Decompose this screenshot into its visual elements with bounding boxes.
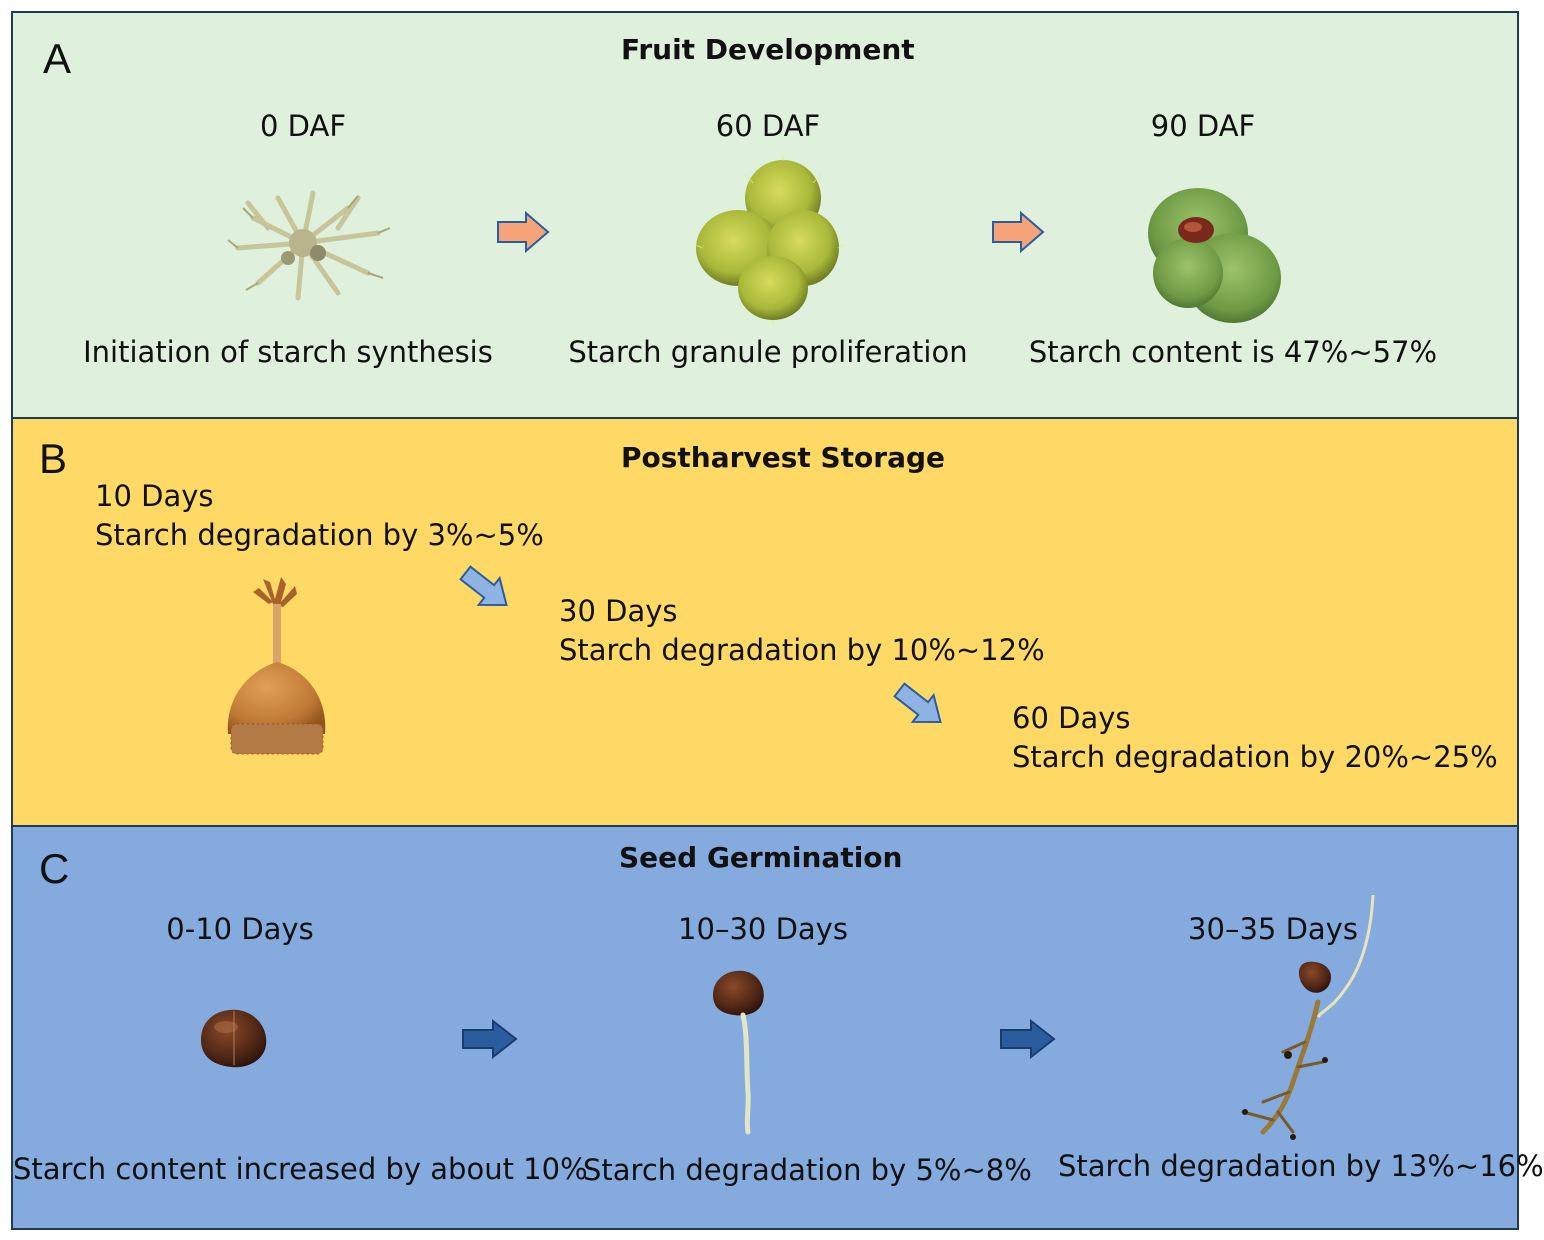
arrow-down-right-icon bbox=[893, 682, 942, 724]
arrow-right-icon bbox=[992, 210, 1045, 254]
arrow-c2-shape bbox=[1000, 1018, 1056, 1060]
chestnut-flower-illustration bbox=[227, 190, 391, 301]
stage-time-0-daf: 0 DAF bbox=[259, 109, 346, 143]
panel-letter-b: B bbox=[39, 435, 68, 482]
panel-title-postharvest-storage: Postharvest Storage bbox=[621, 441, 946, 474]
arrow-right-icon bbox=[497, 210, 550, 254]
panel-postharvest-storage: B Postharvest Storage 10 Days Starch deg… bbox=[11, 417, 1519, 827]
arrow-right-icon bbox=[462, 1018, 518, 1060]
chestnut-seed-illustration bbox=[201, 1009, 267, 1068]
sprouting-seed-illustration bbox=[713, 970, 764, 1135]
panel-seed-germination: C Seed Germination 0-10 Days 10–30 Days … bbox=[11, 825, 1544, 1230]
arrow-right-icon bbox=[1000, 1018, 1056, 1060]
stage-time-60-daf: 60 DAF bbox=[715, 109, 821, 143]
stage-time-30-35-days: 30–35 Days bbox=[1188, 912, 1358, 946]
panel-title-seed-germination: Seed Germination bbox=[619, 841, 903, 874]
panel-letter-a: A bbox=[43, 35, 72, 82]
caption-initiation-starch: Initiation of starch synthesis bbox=[83, 335, 493, 369]
caption-degradation-10-days: Starch degradation by 3%~5% bbox=[95, 518, 544, 552]
stored-chestnut-illustration bbox=[227, 577, 326, 755]
stage-time-0-10-days: 0-10 Days bbox=[166, 912, 314, 946]
arrow-a1-shape bbox=[497, 210, 550, 254]
caption-degradation-30-days: Starch degradation by 10%~12% bbox=[559, 633, 1045, 667]
panel-letter-c: C bbox=[39, 845, 70, 892]
stage-time-90-daf: 90 DAF bbox=[1150, 109, 1256, 143]
arrow-c1-shape bbox=[462, 1018, 518, 1060]
panel-fruit-development: A Fruit Development 0 DAF 60 DAF 90 DAF bbox=[11, 11, 1519, 419]
panel-title-fruit-development: Fruit Development bbox=[621, 33, 915, 66]
stage-time-60-days: 60 Days bbox=[1012, 701, 1131, 735]
arrow-b2-shape bbox=[893, 682, 942, 724]
stage-time-30-days: 30 Days bbox=[559, 594, 678, 628]
caption-degradation-60-days: Starch degradation by 20%~25% bbox=[1012, 740, 1498, 774]
caption-degradation-30-35-days: Starch degradation by 13%~16% bbox=[1058, 1149, 1544, 1183]
stage-time-10-days: 10 Days bbox=[95, 479, 214, 513]
mature-burr-illustration bbox=[1148, 188, 1281, 323]
caption-granule-proliferation: Starch granule proliferation bbox=[568, 335, 968, 369]
green-burr-cluster-illustration bbox=[694, 155, 844, 326]
caption-degradation-10-30-days: Starch degradation by 5%~8% bbox=[583, 1153, 1032, 1187]
seedling-illustration bbox=[1241, 894, 1375, 1140]
arrow-a2-shape bbox=[992, 210, 1045, 254]
caption-content-increased: Starch content increased by about 10% bbox=[13, 1152, 588, 1186]
arrow-down-right-icon bbox=[459, 565, 508, 607]
caption-starch-content: Starch content is 47%~57% bbox=[1028, 335, 1438, 369]
arrow-b1-shape bbox=[459, 565, 508, 607]
stage-time-10-30-days: 10–30 Days bbox=[678, 912, 848, 946]
